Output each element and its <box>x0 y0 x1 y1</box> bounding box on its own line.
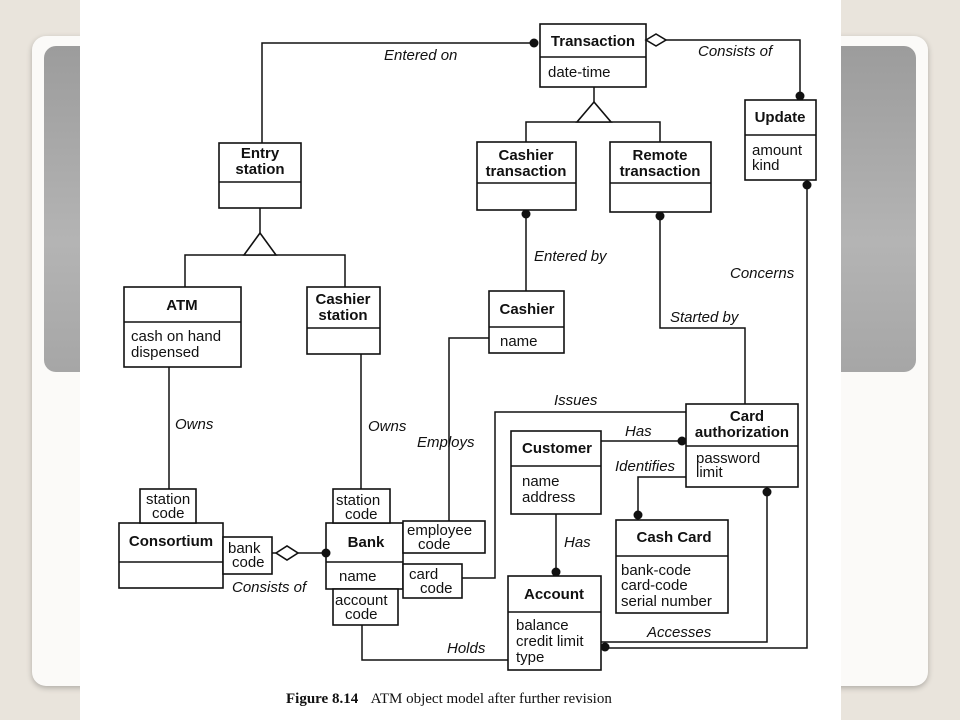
generalization-triangles <box>242 100 613 256</box>
class-attribute: serial number <box>621 593 712 610</box>
class-attribute: name <box>522 473 560 490</box>
label-entered-by: Entered by <box>534 248 608 265</box>
label-identifies: Identifies <box>615 458 676 475</box>
generalization-triangle-entry-station <box>242 231 278 256</box>
class-consortium: Consortium <box>118 522 224 589</box>
qualifier-station-code-bank: station code <box>332 488 391 524</box>
class-title: Account <box>524 586 584 603</box>
class-title: Cash Card <box>636 529 711 546</box>
figure-number: Figure 8.14 <box>286 691 359 707</box>
class-attribute: dispensed <box>131 344 199 361</box>
class-entry-station: Entry station <box>218 142 302 209</box>
class-cash-card: Cash Card bank-code card-code serial num… <box>615 519 729 614</box>
qualifier-text: code <box>420 580 453 597</box>
class-transaction: Transaction date-time <box>539 23 647 88</box>
label-entered-on: Entered on <box>384 47 457 64</box>
class-title: ATM <box>166 297 197 314</box>
class-title: Card <box>730 408 764 425</box>
class-title: Entry <box>241 145 280 162</box>
qualifier-text: bank <box>228 540 261 557</box>
class-attribute: cash on hand <box>131 328 221 345</box>
class-title: Transaction <box>551 33 635 50</box>
class-attribute: amount <box>752 142 803 159</box>
class-attribute: credit limit <box>516 633 584 650</box>
class-atm: ATM cash on hand dispensed <box>123 286 242 368</box>
qualifier-text: code <box>152 505 185 522</box>
label-has-account: Has <box>564 534 591 551</box>
class-title: Remote <box>632 147 687 164</box>
label-concerns: Concerns <box>730 265 795 282</box>
class-attribute: name <box>500 333 538 350</box>
label-consists-of-top: Consists of <box>698 43 774 60</box>
aggregation-diamonds <box>274 33 668 561</box>
class-cashier: Cashier name <box>488 290 565 354</box>
qualifier-text: code <box>345 506 378 523</box>
qualifier-text: code <box>418 536 451 553</box>
aggregation-diamond-transaction <box>644 33 668 47</box>
class-cashier-station: Cashier station <box>306 286 381 355</box>
qualifier-text: code <box>345 606 378 623</box>
class-attribute: limit <box>696 464 723 481</box>
label-employs: Employs <box>417 434 475 451</box>
class-title: Cashier <box>315 291 370 308</box>
class-attribute: address <box>522 489 575 506</box>
label-has-card: Has <box>625 423 652 440</box>
class-customer: Customer name address <box>510 430 602 515</box>
qualifier-card-code: card code <box>402 563 463 599</box>
class-attribute: password <box>696 450 760 467</box>
class-title: station <box>235 161 284 178</box>
class-title: transaction <box>620 163 701 180</box>
aggregation-diamond-bank <box>274 545 300 561</box>
class-title: authorization <box>695 424 789 441</box>
class-account: Account balance credit limit type <box>507 575 602 671</box>
class-attribute: date-time <box>548 64 611 81</box>
qualifier-employee-code: employee code <box>402 520 486 554</box>
class-title: Update <box>755 109 806 126</box>
qualifier-account-code: account code <box>332 588 399 626</box>
class-bank: Bank name <box>325 522 404 590</box>
label-owns-cashier-station: Owns <box>368 418 407 435</box>
label-started-by: Started by <box>670 309 740 326</box>
label-holds: Holds <box>447 640 486 657</box>
class-title: Customer <box>522 440 592 457</box>
qualifier-text: station <box>146 491 190 508</box>
class-attribute: name <box>339 568 377 585</box>
label-owns-atm: Owns <box>175 416 214 433</box>
figure-caption: Figure 8.14 ATM object model after furth… <box>286 690 612 707</box>
class-title: Bank <box>348 534 385 551</box>
label-issues: Issues <box>554 392 598 409</box>
class-update: Update amount kind <box>744 99 817 181</box>
label-accesses: Accesses <box>646 624 712 641</box>
class-card-authorization: Card authorization password limit <box>685 403 799 488</box>
class-title: station <box>318 307 367 324</box>
class-attribute: kind <box>752 157 780 174</box>
qualifier-text: code <box>232 554 265 571</box>
class-attribute: balance <box>516 617 569 634</box>
qualifier-text: account <box>335 592 388 609</box>
qualifier-bank-code: bank code <box>222 536 273 575</box>
class-attribute: type <box>516 649 544 666</box>
qualifier-text: employee <box>407 522 472 539</box>
class-remote-transaction: Remote transaction <box>609 141 712 213</box>
qualifier-station-code-atm: station code <box>139 488 197 524</box>
class-title: transaction <box>486 163 567 180</box>
qualifier-text: station <box>336 492 380 509</box>
class-attribute: card-code <box>621 577 688 594</box>
class-title: Consortium <box>129 533 213 550</box>
class-title: Cashier <box>498 147 553 164</box>
association-labels: Entered on Consists of Entered by Concer… <box>175 43 795 657</box>
multiplicity-dots <box>321 38 812 652</box>
label-consists-of-bottom: Consists of <box>232 579 308 596</box>
class-attribute: bank-code <box>621 562 691 579</box>
generalization-triangle-transaction <box>575 100 613 123</box>
class-cashier-transaction: Cashier transaction <box>476 141 577 211</box>
class-title: Cashier <box>499 301 554 318</box>
figure-caption-text: ATM object model after further revision <box>371 691 613 707</box>
qualifier-text: card <box>409 566 438 583</box>
